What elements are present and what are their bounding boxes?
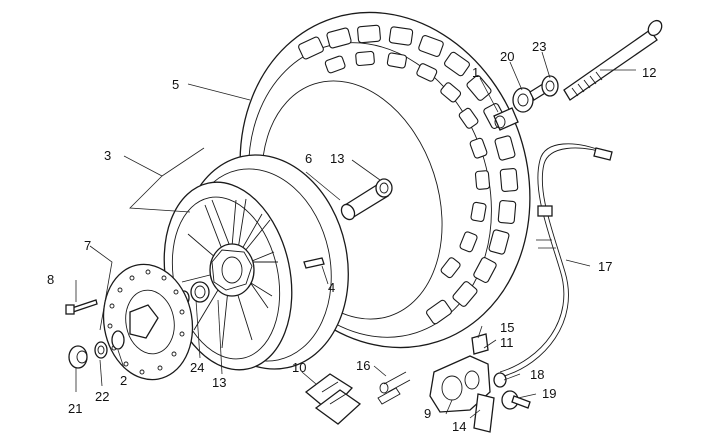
axle-nut [68, 345, 88, 369]
leader-lines [75, 51, 636, 419]
callout-22: 22 [95, 389, 109, 404]
callout-4: 4 [328, 280, 335, 295]
callout-1: 1 [472, 65, 479, 80]
callout-11: 11 [500, 335, 514, 350]
brake-caliper [429, 333, 495, 433]
callout-19: 19 [542, 386, 556, 401]
brake-pads [304, 373, 362, 425]
callout-10: 10 [292, 360, 306, 375]
wheel-rim [163, 154, 349, 371]
banjo-fitting [493, 372, 531, 410]
axle-spacer [340, 178, 393, 221]
callout-13-bottom: 13 [212, 375, 226, 390]
callout-18: 18 [530, 367, 544, 382]
callout-14: 14 [452, 419, 466, 434]
callout-12: 12 [642, 65, 656, 80]
callout-16: 16 [356, 358, 370, 373]
wheel-axle [563, 19, 663, 101]
callout-24: 24 [190, 360, 204, 375]
brake-hose [499, 143, 613, 377]
pad-pin [377, 371, 411, 405]
callout-labels: 1 2 3 4 5 6 7 8 9 10 11 12 13 13 14 15 1… [47, 39, 656, 434]
callout-3: 3 [104, 148, 111, 163]
callout-13-top: 13 [330, 151, 344, 166]
washer [94, 341, 108, 359]
speedometer-drive [493, 75, 559, 131]
callout-23: 23 [532, 39, 546, 54]
callout-9: 9 [424, 406, 431, 421]
callout-8: 8 [47, 272, 54, 287]
callout-7: 7 [84, 238, 91, 253]
spacer [111, 330, 125, 350]
callout-15: 15 [500, 320, 514, 335]
callout-20: 20 [500, 49, 514, 64]
callout-17: 17 [598, 259, 612, 274]
callout-6: 6 [305, 151, 312, 166]
brake-disc [65, 263, 194, 381]
callout-5: 5 [172, 77, 179, 92]
callout-21: 21 [68, 401, 82, 416]
tire-tread [298, 24, 519, 325]
callout-2: 2 [120, 373, 127, 388]
